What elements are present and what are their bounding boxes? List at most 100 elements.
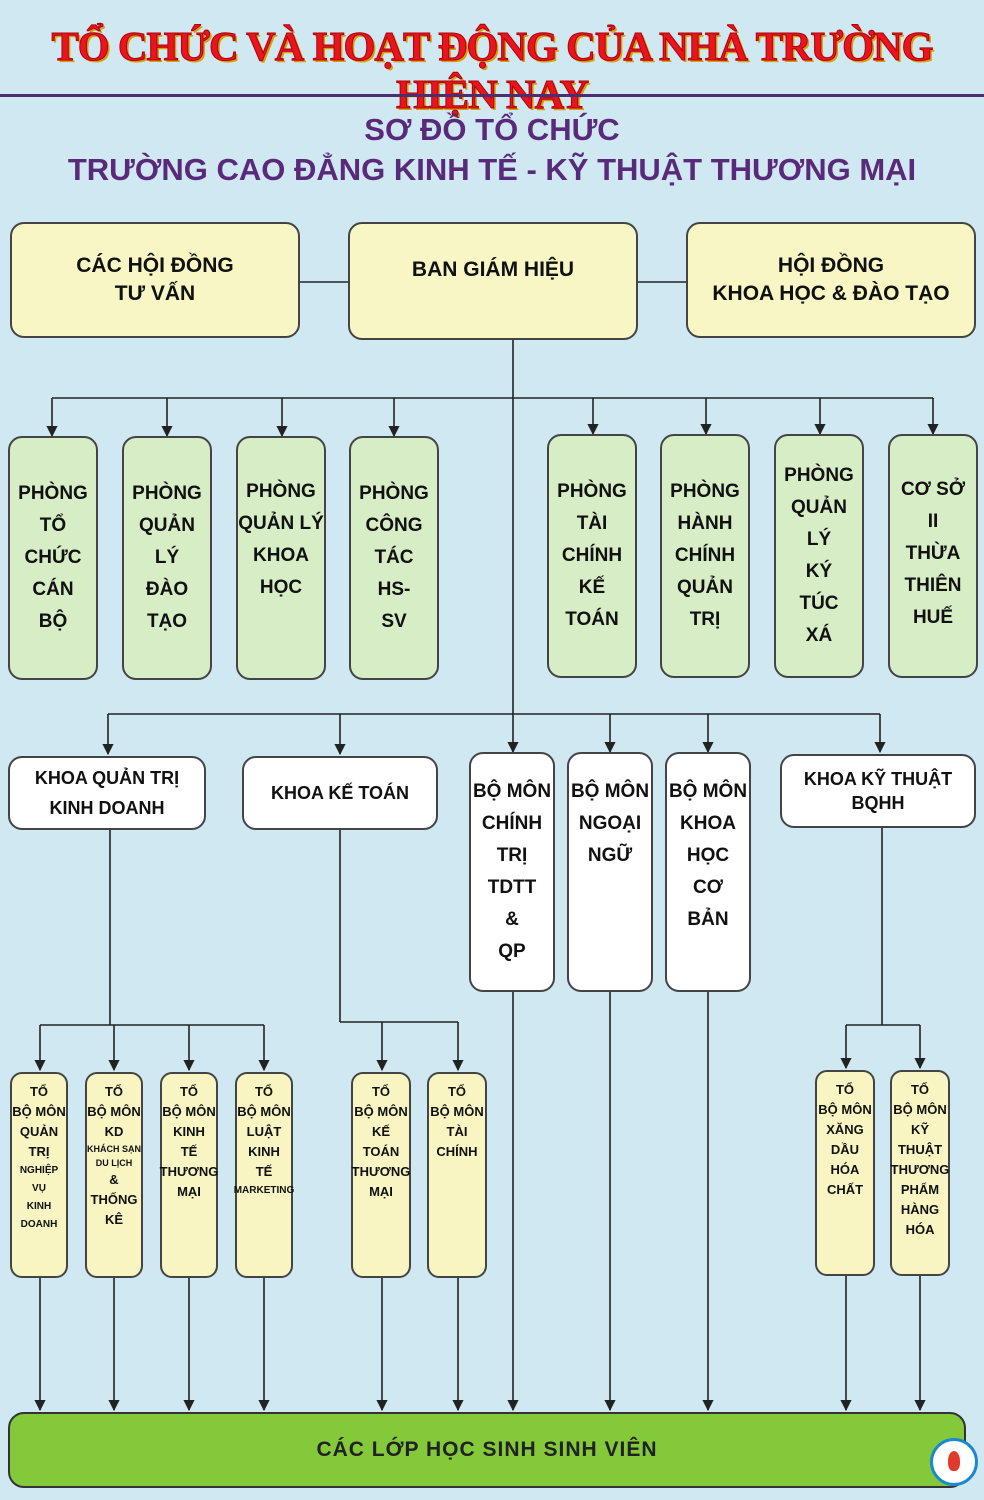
group-line: NGHIỆP VỤ <box>19 1165 59 1194</box>
dept-line: PHÒNG <box>784 465 854 486</box>
group-line: MARKETING <box>233 1185 295 1196</box>
group-line: BỘ MÔN <box>430 1104 484 1119</box>
group-line: KẾ <box>371 1124 391 1139</box>
advisory-line1: CÁC HỘI ĐỒNG <box>76 254 234 277</box>
dept-line: KHOA <box>253 545 309 566</box>
group-line: MẠI <box>177 1184 201 1199</box>
student-classes-bar: CÁC LỚP HỌC SINH SINH VIÊN <box>8 1412 966 1488</box>
dept-line: II <box>927 511 939 532</box>
group-box: TỔ BỘ MÔN KD KHÁCH SẠN DU LỊCH & THỐNG K… <box>85 1072 143 1278</box>
group-line: LUẬT <box>246 1124 282 1139</box>
group-line: HÓA <box>830 1162 860 1177</box>
dept-line: PHÒNG <box>246 481 316 502</box>
chart-heading-line1: SƠ ĐỒ TỔ CHỨC <box>364 112 620 147</box>
dept-line: CHÍNH <box>674 545 736 566</box>
group-box: TỔ BỘ MÔN LUẬT KINH TẾ MARKETING <box>233 1072 295 1278</box>
faculty-line: KHOA QUẢN TRỊ <box>34 768 180 788</box>
council-line1: HỘI ĐỒNG <box>777 254 885 277</box>
dept-line: TRỊ <box>689 609 721 630</box>
faculty-line: KHOA KỸ THUẬT <box>803 769 953 789</box>
group-line: TÀI <box>446 1124 468 1139</box>
group-box: TỔ BỘ MÔN KẾ TOÁN THƯƠNG MẠI <box>351 1072 411 1278</box>
group-line: KỸ <box>910 1122 930 1137</box>
department-box: PHÒNG TỔ CHỨC CÁN BỘ <box>8 436 98 680</box>
subject-line: KHOA <box>680 813 736 834</box>
group-line: TỔ <box>447 1084 467 1099</box>
group-line: THƯƠNG <box>890 1162 950 1177</box>
faculty-line: KHOA KẾ TOÁN <box>270 783 409 803</box>
dept-line: PHÒNG <box>670 481 740 502</box>
subject-politics-box: BỘ MÔN CHÍNH TRỊ TDTT & QP <box>469 752 555 992</box>
chart-heading-line2: TRƯỜNG CAO ĐẲNG KINH TẾ - KỸ THUẬT THƯƠN… <box>67 152 917 187</box>
student-classes-label: CÁC LỚP HỌC SINH SINH VIÊN <box>316 1438 658 1461</box>
group-line: TẾ <box>180 1144 198 1159</box>
dept-line: HÀNH <box>677 513 733 534</box>
group-line: BỘ MÔN <box>12 1104 66 1119</box>
subject-line: HỌC <box>686 845 730 866</box>
group-line: KINH <box>248 1144 280 1159</box>
dept-line: QUẢN <box>139 515 195 536</box>
group-line: TỔ <box>835 1082 855 1097</box>
dept-line: TÀI <box>576 513 608 534</box>
dept-line: ĐÀO <box>145 579 189 600</box>
dept-line: HUẾ <box>912 607 954 628</box>
department-box: PHÒNG CÔNG TÁC HS- SV <box>349 436 439 680</box>
dept-line: PHÒNG <box>557 481 627 502</box>
group-line: DU LỊCH <box>95 1158 133 1168</box>
group-line: CHẤT <box>826 1182 864 1197</box>
dept-line: PHÒNG <box>18 483 88 504</box>
dept-line: XÁ <box>805 625 833 646</box>
dept-line: BỘ <box>38 611 68 632</box>
dept-line: PHÒNG <box>132 483 202 504</box>
group-line: BỘ MÔN <box>87 1104 141 1119</box>
subject-line: BỘ MÔN <box>472 781 552 802</box>
subject-foreign-language-box: BỘ MÔN NGOẠI NGỮ <box>567 752 653 992</box>
dept-line: KÝ <box>805 561 833 582</box>
group-box: TỔ BỘ MÔN KỸ THUẬT THƯƠNG PHẨM HÀNG HÓA <box>890 1070 950 1276</box>
group-line: THUẬT <box>897 1142 943 1157</box>
dept-line: SV <box>381 611 407 632</box>
subject-line: CHÍNH <box>481 813 543 834</box>
group-line: TOÁN <box>362 1144 400 1159</box>
dept-line: LÝ <box>806 529 832 550</box>
department-box: PHÒNG QUẢN LÝ KÝ TÚC XÁ <box>774 434 864 678</box>
board-label: BAN GIÁM HIỆU <box>411 258 575 281</box>
dept-line: THIÊN <box>904 575 962 596</box>
group-line: TỔ <box>179 1084 199 1099</box>
group-box: TỔ BỘ MÔN KINH TẾ THƯƠNG MẠI <box>160 1072 218 1278</box>
dept-line: PHÒNG <box>359 483 429 504</box>
group-line: KD <box>104 1124 124 1139</box>
group-line: BỘ MÔN <box>237 1104 291 1119</box>
group-line: BỘ MÔN <box>893 1102 947 1117</box>
subject-basic-science-box: BỘ MÔN KHOA HỌC CƠ BẢN <box>665 752 751 992</box>
group-line: HÀNG <box>900 1202 940 1217</box>
group-line: HÓA <box>905 1222 935 1237</box>
subject-line: BỘ MÔN <box>570 781 650 802</box>
subject-line: CƠ <box>693 877 723 898</box>
dept-line: CHỨC <box>24 547 82 568</box>
department-box: CƠ SỞ II THỪA THIÊN HUẾ <box>888 434 978 678</box>
school-logo-icon <box>930 1438 978 1486</box>
science-training-council-box: HỘI ĐỒNG KHOA HỌC & ĐÀO TẠO <box>686 222 976 338</box>
dept-line: THỪA <box>905 543 961 564</box>
faculty-accounting-box: KHOA KẾ TOÁN <box>242 756 438 830</box>
board-of-directors-box: BAN GIÁM HIỆU <box>348 222 638 340</box>
dept-line: HỌC <box>259 577 303 598</box>
group-line: KINH <box>173 1124 205 1139</box>
dept-line: TÚC <box>799 593 839 614</box>
dept-line: KẾ <box>578 577 606 598</box>
subject-line: TRỊ <box>496 845 528 866</box>
group-line: BỘ MÔN <box>162 1104 216 1119</box>
group-line: THƯƠNG <box>351 1164 411 1179</box>
subject-line: & <box>505 909 519 930</box>
dept-line: QUẢN LÝ <box>238 513 324 534</box>
group-line: TỔ <box>910 1082 930 1097</box>
advisory-line2: TƯ VẤN <box>114 282 196 305</box>
group-line: TỔ <box>371 1084 391 1099</box>
faculty-business-box: KHOA QUẢN TRỊ KINH DOANH <box>8 756 206 830</box>
council-line2: KHOA HỌC & ĐÀO TẠO <box>712 282 950 305</box>
group-line: MẠI <box>369 1184 393 1199</box>
department-box: PHÒNG QUẢN LÝ KHOA HỌC <box>236 436 326 680</box>
dept-line: CÔNG <box>365 515 423 536</box>
